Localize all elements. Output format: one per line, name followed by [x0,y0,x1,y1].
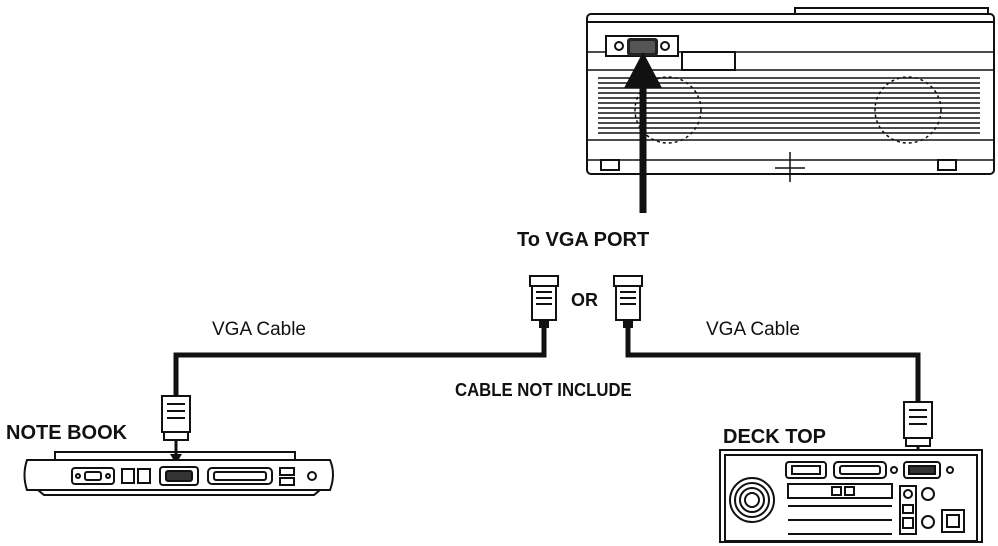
notebook-label: NOTE BOOK [6,422,128,444]
vga-plug-icon [161,395,191,464]
vga-cable-left-label: VGA Cable [212,319,306,340]
vga-cable-right-label: VGA Cable [706,319,800,340]
projector-icon [586,7,995,182]
vga-plug-icon [613,275,643,328]
vga-port-label: To VGA PORT [517,229,650,251]
desktop-label: DECK TOP [723,426,826,448]
cable-not-include-label: CABLE NOT INCLUDE [455,380,632,400]
arrow-up-icon [624,52,662,213]
desktop-computer-icon [719,449,983,543]
or-label: OR [571,290,598,310]
vga-cable-left [173,320,547,398]
projector-vent-grille [598,77,980,134]
vga-plug-icon [529,275,559,328]
laptop-icon [23,451,334,496]
vga-plug-icon [903,401,933,466]
projector-vga-port [614,38,670,56]
vga-cable-right [625,320,921,405]
